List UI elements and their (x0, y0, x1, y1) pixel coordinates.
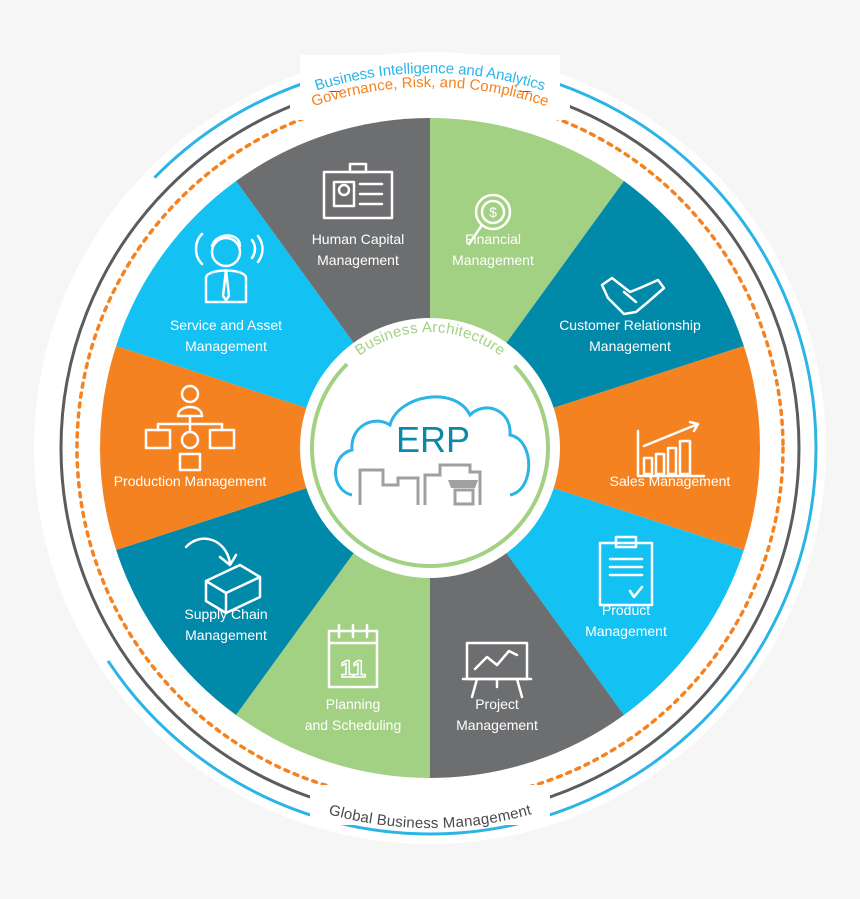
segment-label: Planning (326, 696, 381, 712)
presentation-board-icon (461, 641, 533, 699)
segment-label: Service and Asset (170, 317, 282, 333)
erp-title: ERP (396, 419, 470, 460)
segment-label: Project (475, 696, 519, 712)
center-disc (300, 318, 560, 578)
segment-label: Sales Management (610, 473, 731, 489)
svg-text:11: 11 (340, 656, 365, 683)
segment-label: Management (585, 623, 667, 639)
ring-gap-bottom (310, 785, 550, 825)
segment-label: Human Capital (312, 231, 405, 247)
segment-label: Financial (465, 231, 521, 247)
segment-label: Management (317, 252, 399, 268)
segment-label: and Scheduling (305, 717, 402, 733)
segment-label: Management (185, 338, 267, 354)
box-arrow-icon (184, 537, 262, 615)
segment-label: Production Management (114, 473, 267, 489)
segment-label: Management (589, 338, 671, 354)
svg-text:$: $ (489, 204, 497, 220)
org-gear-icon (144, 384, 236, 472)
segment-label: Management (452, 252, 534, 268)
bar-chart-growth-icon (636, 420, 706, 478)
segment-label: Product (602, 602, 650, 618)
magnifier-dollar-icon: $ (467, 193, 512, 246)
handshake-icon (600, 276, 666, 316)
support-agent-icon (194, 232, 264, 304)
calendar-icon: 11 (327, 623, 379, 689)
segment-label: Supply Chain (184, 606, 267, 622)
erp-cloud-icon (334, 395, 531, 506)
id-badge-icon (322, 162, 394, 220)
segment-label: Customer Relationship (559, 317, 701, 333)
clipboard-icon (598, 535, 654, 607)
business-architecture-ring (310, 328, 550, 568)
ring-gap-top (300, 55, 560, 91)
segment-label: Management (185, 627, 267, 643)
segment-sales-management (430, 346, 760, 550)
segment-label: Management (456, 717, 538, 733)
ring-gap-mid (290, 92, 570, 120)
